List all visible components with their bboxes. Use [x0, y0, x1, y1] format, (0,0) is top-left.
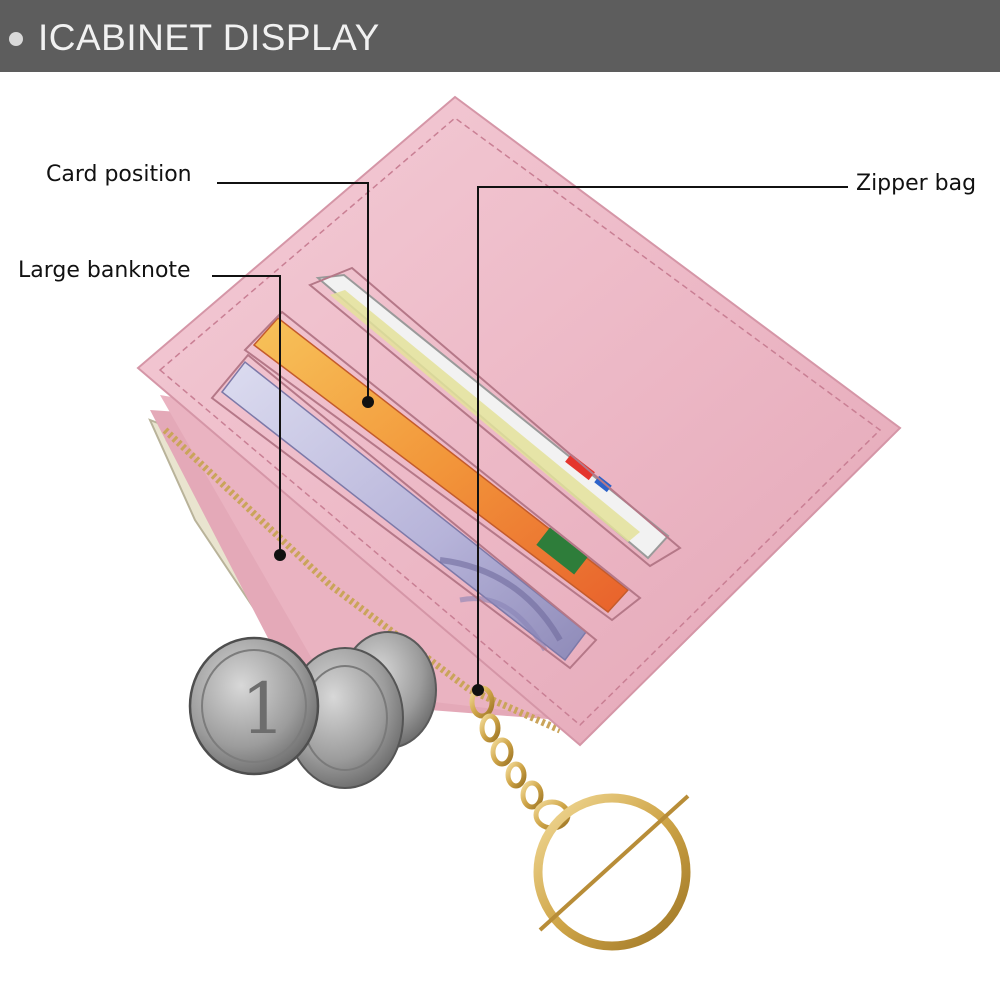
card-slot-3 — [210, 353, 598, 670]
callout-dot-zipper — [472, 684, 484, 696]
card-orange — [252, 316, 630, 614]
key-ring — [533, 793, 691, 951]
callout-large-banknote: Large banknote — [18, 258, 191, 283]
coin-front: 1 — [188, 636, 320, 776]
wallet-stitch — [158, 117, 882, 727]
callout-card-position: Card position — [46, 162, 192, 187]
bullet-dot-icon — [9, 32, 23, 46]
page-title: ICABINET DISPLAY — [38, 17, 380, 58]
coin-numeral: 1 — [241, 668, 286, 750]
card-slot-2 — [243, 310, 642, 622]
callout-dot-card — [362, 396, 374, 408]
callout-zipper-bag: Zipper bag — [856, 171, 977, 196]
callout-lines — [212, 182, 848, 690]
card-lavender — [220, 360, 588, 662]
card-slot-1 — [308, 266, 682, 568]
header-bar: ICABINET DISPLAY — [0, 0, 1000, 72]
card-silver — [315, 273, 670, 560]
wallet-photo: 1 — [136, 95, 902, 951]
key-ring-pin — [538, 794, 690, 932]
callout-dot-banknote — [274, 549, 286, 561]
